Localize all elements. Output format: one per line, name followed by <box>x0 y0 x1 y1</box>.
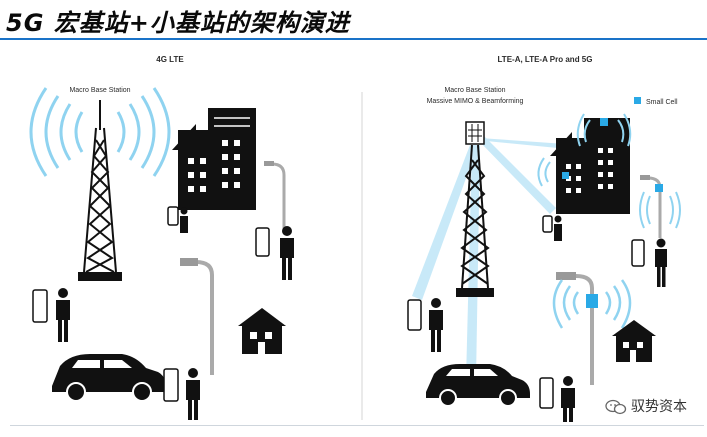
right-person-3-icon <box>429 298 443 352</box>
watermark: 驭势资本 <box>605 396 687 416</box>
massive-mimo-antenna-icon <box>465 121 485 145</box>
left-station-label: Macro Base Station <box>69 87 130 94</box>
left-lamp-small-head <box>264 161 274 166</box>
right-house-icon <box>612 320 656 362</box>
small-cell-legend-label: Small Cell <box>646 99 678 106</box>
left-tower-icon <box>83 100 117 273</box>
right-phone-4-icon <box>539 377 554 409</box>
right-tower-icon <box>460 144 490 289</box>
right-person-1-icon <box>554 215 562 241</box>
left-person-3-icon <box>56 288 70 342</box>
title-bar: 5G 宏基站+小基站的架构演进 <box>0 0 707 38</box>
left-heading: 4G LTE <box>156 55 184 64</box>
left-radio-waves-icon <box>29 87 171 177</box>
lamp-small-cell-waves <box>639 191 681 229</box>
mimo-grid <box>468 124 482 142</box>
small-cell-legend-swatch <box>634 97 641 104</box>
left-street-lamp-small-icon <box>271 162 286 232</box>
right-car-icon <box>426 364 530 407</box>
frame-bottom-rule <box>10 425 704 426</box>
left-person-1-icon <box>180 207 188 233</box>
wechat-icon <box>605 399 627 415</box>
left-street-lamp-large-icon <box>195 260 214 375</box>
right-phone-3-icon <box>407 299 422 331</box>
lamp-large-small-cell-icon <box>586 294 598 308</box>
right-person-4-icon <box>561 376 575 422</box>
lamp-small-cell-icon <box>655 184 663 192</box>
left-person-4-icon <box>186 368 200 420</box>
title-divider <box>0 38 707 40</box>
right-station-label-2: Massive MIMO & Beamforming <box>427 98 524 105</box>
left-tower-base <box>78 272 122 281</box>
left-phone-3-icon <box>32 289 48 323</box>
watermark-text: 驭势资本 <box>631 399 687 415</box>
left-person-2-icon <box>280 226 294 280</box>
left-phone-1-icon <box>167 206 179 226</box>
left-phone-4-icon <box>163 368 179 402</box>
right-heading: LTE-A, LTE-A Pro and 5G <box>498 55 593 64</box>
building-small-cell-waves <box>537 113 632 187</box>
left-car-icon <box>52 354 166 402</box>
right-station-label-1: Macro Base Station <box>444 87 505 94</box>
page-title: 5G 宏基站+小基站的架构演进 <box>6 9 350 37</box>
left-house-icon <box>238 308 286 354</box>
right-phone-1-icon <box>542 215 553 233</box>
right-phone-2-icon <box>631 239 645 267</box>
right-person-2-icon <box>655 238 667 287</box>
left-lamp-large-head <box>180 258 198 266</box>
left-phone-2-icon <box>255 227 270 257</box>
left-building-icon <box>172 108 256 210</box>
lamp-large-small-cell-waves <box>552 279 632 329</box>
right-building-icon <box>550 118 630 214</box>
right-tower-base <box>456 288 494 297</box>
